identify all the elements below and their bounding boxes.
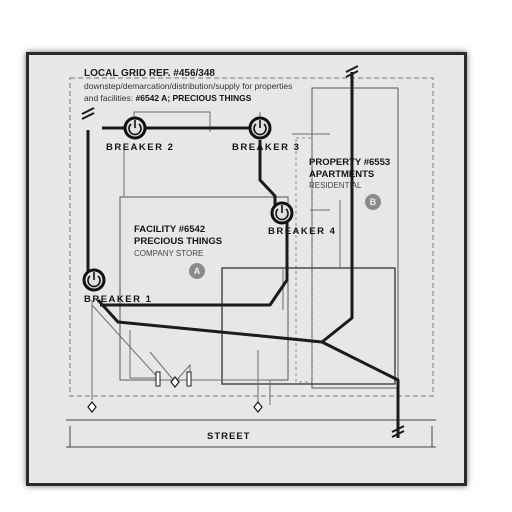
facility-a-badge: A [189,263,205,279]
property-b-type: RESIDENTIAL [309,181,362,190]
breaker-2-switch[interactable] [123,116,147,140]
facility-a-name-line1: FACILITY #6542 [134,224,206,235]
breaker-3-switch[interactable] [248,116,272,140]
grid-reference-title: LOCAL GRID REF. #456/348 [84,68,215,79]
breaker-4-switch[interactable] [270,201,294,225]
property-b-badge: B [365,194,381,210]
breaker-3-label[interactable]: BREAKER 3 [232,142,301,153]
facility-a-type: COMPANY STORE [134,249,204,258]
power-switch-icon [275,208,289,221]
description-facility-ref: #6542 A; PRECIOUS THINGS [135,93,252,103]
description-line-1: downstep/demarcation/distribution/supply… [84,81,293,91]
breaker-1-label[interactable]: BREAKER 1 [84,294,153,305]
thin-wires [91,111,341,408]
breaker-1-switch[interactable] [82,268,106,292]
description-prefix: and facilities: [84,93,136,103]
property-b-annex [295,137,313,383]
breaker-2-label[interactable]: BREAKER 2 [106,142,175,153]
property-b-name-line1: PROPERTY #6553 [309,157,391,168]
wire-break-icon [81,65,405,438]
property-b-name-line2: APARTMENTS [309,169,375,180]
power-switch-icon [128,123,142,136]
breaker-4-label[interactable]: BREAKER 4 [268,226,337,237]
power-switch-icon [253,123,267,136]
lower-building-outline [221,267,396,385]
description-line-2: and facilities: #6542 A; PRECIOUS THINGS [84,93,251,103]
facility-a-name-line2: PRECIOUS THINGS [134,236,223,247]
schematic-paper [26,52,467,486]
street-label: STREET [207,431,251,442]
fuse-markers [155,371,192,387]
diamond-node-icon [87,376,263,413]
power-switch-icon [87,275,101,288]
grid-boundary [69,77,434,397]
